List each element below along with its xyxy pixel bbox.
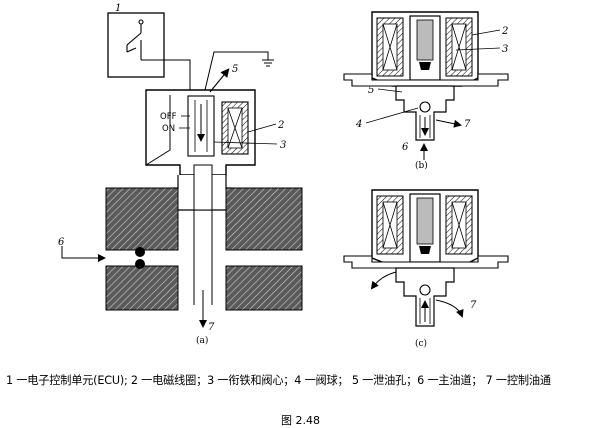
hatched-block-upper-left [105,187,179,251]
label-a-2: 2 [277,120,284,131]
caption-a: (a) [196,335,208,346]
figure-number: 图 2.48 [281,414,320,427]
valve-ball-a-top [135,247,145,257]
valve-ball-b [419,101,431,113]
label-on: ON [162,124,175,134]
valve-body-c [395,267,455,327]
label-b-2: 2 [501,26,508,37]
valve-body-b [395,85,455,141]
label-b-4: 4 [355,119,362,130]
label-b-5: 5 [368,85,374,96]
view-c: 7 (c) [343,189,509,349]
ground-wire [204,51,269,91]
label-b-6: 6 [402,142,409,153]
caption-b: (b) [415,160,428,171]
control-arrow-c [435,299,464,318]
valve-ball-c [419,284,431,296]
hatched-block-lower-right [225,265,303,311]
hatched-block-upper-right [225,187,303,251]
label-b-3: 3 [502,44,508,55]
label-a-6: 6 [58,237,65,248]
label-b-7: 7 [464,119,471,130]
label-a-7: 7 [208,322,215,333]
hatched-block-lower-left [105,265,179,311]
ground-symbol [262,59,274,67]
ecu-box [107,12,165,78]
main-oil-inlet-arrow [61,246,106,262]
label-a-5: 5 [232,64,238,75]
label-c-7: 7 [470,300,477,311]
legend-caption: 1 一电子控制单元(ECU); 2 一电磁线圈；3 一衔铁和阀心；4 一阀球； … [6,374,551,387]
drain-arrow-c [370,271,397,290]
view-b: 2 3 5 4 7 6 (b) [343,11,509,171]
caption-c: (c) [415,338,427,349]
drain-arrow-a [209,68,230,93]
view-a: OFF ON 1 5 2 3 6 7 (a) [58,3,303,346]
label-off: OFF [160,112,177,122]
label-a-1: 1 [115,3,121,14]
ecu-wire [141,59,191,90]
ecu-switch-symbol [126,19,144,60]
valve-ball-a-bottom [135,259,145,269]
mounting-flange-c [343,255,509,269]
label-a-3: 3 [280,140,286,151]
outlet-arrow-b [435,119,462,128]
mounting-flange-b [343,73,509,87]
